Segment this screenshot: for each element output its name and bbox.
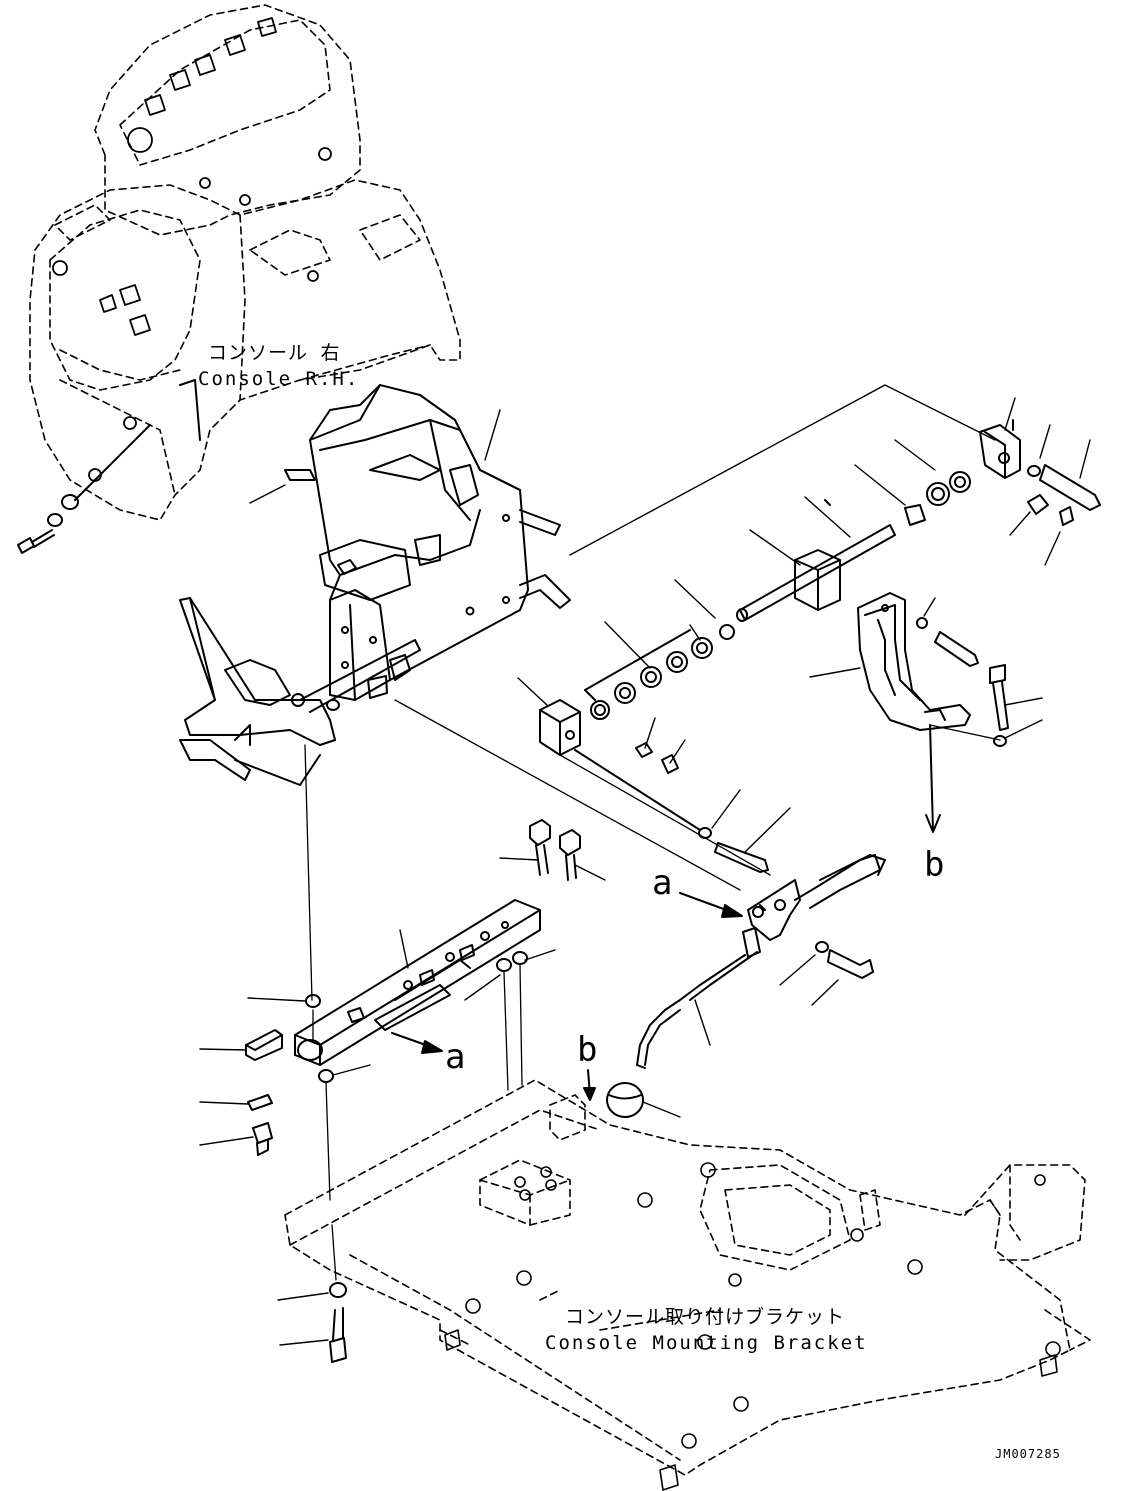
assembly-lines — [304, 699, 771, 1281]
pivot-block-top — [979, 419, 1021, 479]
pivot-block-lower — [539, 699, 769, 873]
bushing-set-upper — [904, 464, 1101, 526]
reference-a-lower: a — [445, 1037, 466, 1077]
reference-b-lower: b — [577, 1030, 598, 1070]
mounting-bracket-label-en: Console Mounting Bracket — [545, 1332, 868, 1354]
lever-knob — [606, 1082, 644, 1118]
left-mount-bracket — [179, 379, 421, 786]
console-screw-group — [17, 424, 151, 554]
console-housing-slots — [52, 17, 332, 482]
console-mounting-bracket — [284, 1079, 1091, 1476]
pivot-leader-lines — [569, 384, 1001, 741]
lever-bolt — [815, 941, 874, 979]
pivot-shaft — [736, 499, 896, 622]
console-rh-label-jp: コンソール 右 — [208, 342, 341, 364]
drawing-code: JM007285 — [995, 1447, 1061, 1461]
reference-a-upper: a — [652, 863, 673, 903]
lever-assembly — [636, 854, 886, 1069]
mounting-bracket-label-jp: コンソール取り付けブラケット — [565, 1306, 846, 1328]
rail-washers — [305, 951, 528, 1083]
slide-rail — [294, 899, 541, 1066]
callout-leaders — [199, 397, 1091, 1346]
arrow-a-upper — [679, 892, 743, 918]
console-rh-housing — [29, 4, 461, 521]
main-console-frame — [284, 384, 571, 701]
bracket-bolt-heads — [465, 1162, 1061, 1449]
rail-bolts-top — [529, 819, 581, 881]
support-bracket-right — [857, 592, 1009, 833]
reference-b-right: b — [924, 845, 945, 885]
arrow-b-lower — [583, 1069, 596, 1101]
rail-stopper-parts — [245, 1029, 347, 1363]
arrow-a-lower — [391, 1032, 443, 1054]
bracket-feet — [444, 1329, 1058, 1491]
bushing-set-lower — [584, 624, 735, 720]
console-rh-label-en: Console R.H. — [198, 368, 360, 390]
